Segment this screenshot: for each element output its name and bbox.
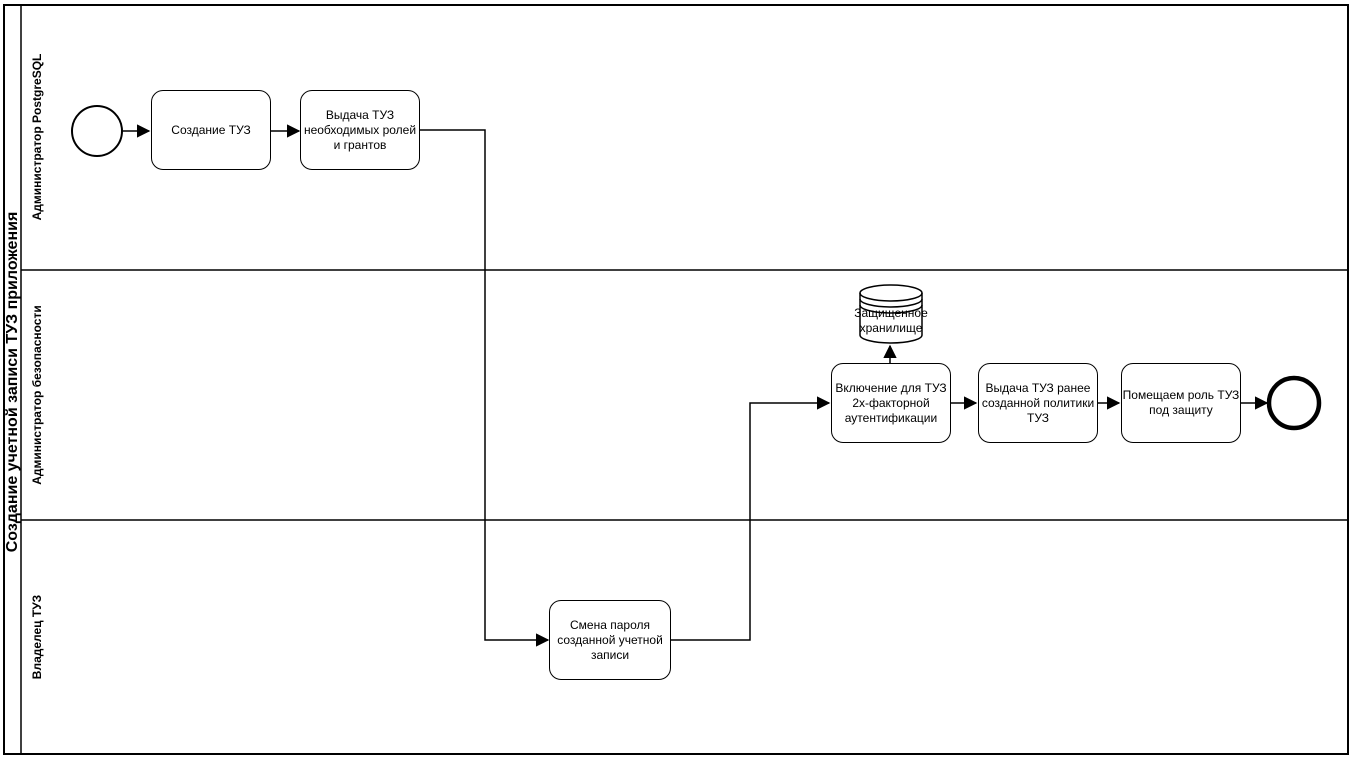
flow-password-to-2fa[interactable] [671,396,831,641]
end-event[interactable] [1266,375,1322,431]
task-grant-roles-label: Выдача ТУЗ необходимых ролей и грантов [303,107,417,152]
task-create-tuz[interactable]: Создание ТУЗ [151,90,271,170]
pool-title: Создание учетной записи ТУЗ приложения [4,211,21,553]
lane-label-administrator-postgresql: Администратор PostgreSQL [30,53,44,221]
lane-label-security-administrator: Администратор безопасности [30,305,44,485]
task-enable-2fa[interactable]: Включение для ТУЗ 2х-факторной аутентифи… [831,363,951,443]
task-assign-policy[interactable]: Выдача ТУЗ ранее созданной политики ТУЗ [978,363,1098,443]
lane-label-tuz-owner: Владелец ТУЗ [30,594,44,680]
task-assign-policy-label: Выдача ТУЗ ранее созданной политики ТУЗ [981,380,1095,425]
task-grant-roles[interactable]: Выдача ТУЗ необходимых ролей и грантов [300,90,420,170]
datastore-secure-storage-shape[interactable] [859,284,923,344]
task-protect-role-label: Помещаем роль ТУЗ под защиту [1122,388,1240,417]
task-protect-role[interactable]: Помещаем роль ТУЗ под защиту [1121,363,1241,443]
datastore-secure-storage-label: Защищенное хранилище [854,306,928,335]
start-event[interactable] [71,105,123,157]
task-create-tuz-label: Создание ТУЗ [171,122,251,137]
task-enable-2fa-label: Включение для ТУЗ 2х-факторной аутентифи… [835,380,947,425]
task-change-password[interactable]: Смена пароля созданной учетной записи [549,600,671,680]
pool-border [3,4,1349,755]
task-change-password-label: Смена пароля созданной учетной записи [557,617,663,662]
flow-grant-to-password[interactable] [420,129,550,647]
